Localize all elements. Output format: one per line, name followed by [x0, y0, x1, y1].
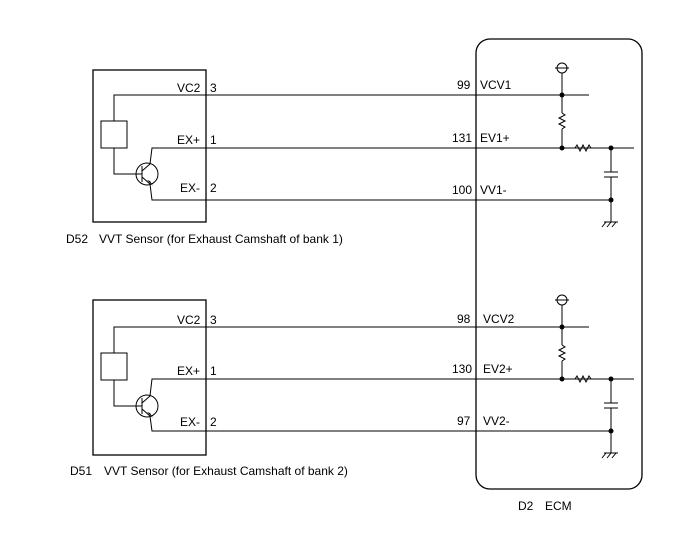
ecm-2-junction: [559, 376, 565, 382]
sensor-2-pin-number-3: 3: [210, 313, 217, 327]
ecm-1-ground-icon: [601, 221, 618, 228]
ecm-2-pullup-resistor-icon: [557, 344, 567, 362]
sensor-2-box: [92, 299, 207, 456]
ecm-pin-label-vv2n: VV2-: [483, 414, 510, 428]
ecm-pin-number-100: 100: [452, 183, 472, 197]
sensor-1-pin-label-exp: EX+: [177, 133, 200, 147]
sensor-2-emitter-arrow: [147, 412, 153, 418]
ecm-1-pullup-resistor-icon: [557, 112, 567, 130]
sensor-1-box: [92, 69, 207, 223]
sensor-1-collector-wire: [141, 147, 206, 172]
ecm-2-ground-icon: [601, 452, 618, 459]
ecm-2-capacitor-icon: [604, 379, 618, 453]
sensor-1-pin-number-3: 3: [210, 81, 217, 95]
sensor-1-element: [100, 120, 128, 149]
sensor-2-title: VVT Sensor (for Exhaust Camshaft of bank…: [104, 464, 348, 478]
sensor-2-pin-label-exp: EX+: [177, 364, 200, 378]
ecm-pin-number-130: 130: [452, 362, 472, 376]
ecm-2-series-resistor-icon: [574, 374, 592, 384]
sensor-1-pin-number-2: 2: [210, 181, 217, 195]
sensor-1-title: VVT Sensor (for Exhaust Camshaft of bank…: [99, 232, 343, 246]
ecm-2-junction: [559, 324, 565, 330]
sensor-2-pin-number-2: 2: [210, 415, 217, 429]
ecm-pin-number-131: 131: [452, 131, 472, 145]
sensor-1-connector: D52: [66, 232, 88, 246]
ecm-1-capacitor-icon: [604, 148, 618, 222]
sensor-2-collector-wire: [141, 378, 206, 404]
sensor-1-pin-label-vc2: VC2: [177, 81, 201, 95]
ecm-pin-label-ev2p: EV2+: [483, 362, 513, 376]
ecm-2-junction: [608, 376, 614, 382]
sensor-2-element: [100, 352, 128, 381]
ecm-pin-label-vcv1: VCV1: [480, 78, 512, 92]
ecm-pin-number-99: 99: [457, 78, 471, 92]
sensor-2-connector: D51: [70, 464, 92, 478]
sensor-1-emitter-wire: [141, 176, 206, 201]
ecm-name-label: ECM: [545, 499, 572, 513]
ecm-connector-label: D2: [518, 499, 534, 513]
ecm-pin-number-98: 98: [457, 312, 471, 326]
sensor-1-base-wire: [113, 148, 142, 175]
ecm-1-series-resistor-icon: [574, 143, 592, 153]
sensor-1-emitter-arrow: [147, 180, 153, 186]
ecm-1-junction: [559, 145, 565, 151]
sensor-1-pin-number-1: 1: [210, 133, 217, 147]
ecm-pin-number-97: 97: [457, 414, 471, 428]
ecm-2-junction: [608, 428, 614, 434]
sensor-2-pin-label-exn: EX-: [180, 415, 200, 429]
ecm-1-junction: [559, 92, 565, 98]
ecm-pin-label-vcv2: VCV2: [483, 312, 515, 326]
sensor-2-vc2-internal-wire: [113, 326, 206, 353]
sensor-2-emitter-wire: [141, 408, 206, 432]
ecm-pin-label-ev1p: EV1+: [480, 131, 510, 145]
sensor-1-pin-label-exn: EX-: [180, 181, 200, 195]
sensor-2-pin-number-1: 1: [210, 364, 217, 378]
ecm-1-junction: [608, 197, 614, 203]
sensor-block-2: VC2 EX+ EX- 3 1 2 98 VCV2 130 EV2+ 97 VV…: [70, 294, 634, 478]
sensor-2-pin-label-vc2: VC2: [177, 313, 201, 327]
ecm-1-junction: [608, 145, 614, 151]
sensor-block-1: VC2 EX+ EX- 3 1 2 99 VCV1 131 EV1+ 100 V…: [66, 62, 634, 246]
sensor-2-base-wire: [113, 380, 142, 407]
sensor-1-vc2-internal-wire: [113, 94, 206, 121]
ecm-pin-label-vv1n: VV1-: [480, 183, 507, 197]
ecm-box: [475, 38, 643, 490]
